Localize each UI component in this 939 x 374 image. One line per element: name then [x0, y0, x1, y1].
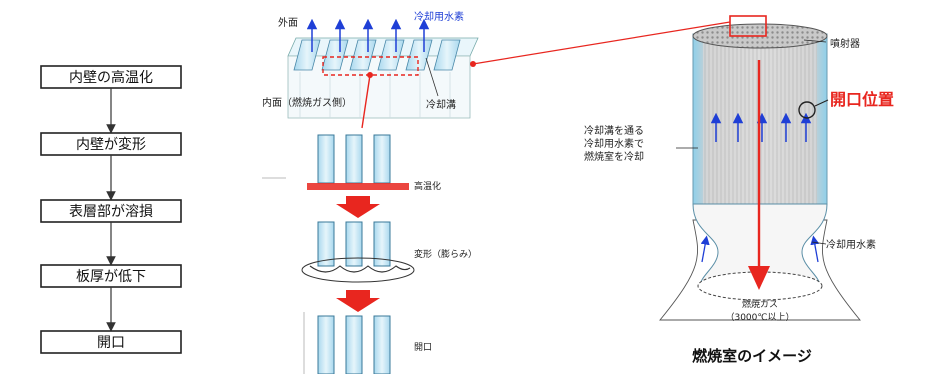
- leader-line: [803, 39, 827, 43]
- chamber-caption: 燃焼室のイメージ: [692, 347, 812, 365]
- label-coolant-chamber: 冷却用水素: [826, 238, 876, 251]
- connector-line-to-chamber: [472, 21, 731, 65]
- label-opening: 開口: [414, 342, 432, 353]
- coolant-flow-arrows: [306, 18, 430, 52]
- flow-step-label: 内壁の高温化: [69, 69, 153, 86]
- opening-position-marker: [798, 101, 816, 119]
- stage-opening: 開口: [303, 312, 432, 374]
- label-outer-surface: 外面: [278, 17, 298, 29]
- leader-line: [811, 241, 827, 245]
- label-coolant-top: 冷却用水素: [414, 10, 464, 23]
- stage-arrow-down: [336, 196, 380, 218]
- flow-step-5: 開口: [40, 330, 182, 354]
- label-injector: 噴射器: [830, 38, 860, 50]
- label-opening-position: 開口位置: [830, 90, 894, 109]
- label-inner-surface: 内面（燃焼ガス側）: [262, 96, 352, 109]
- flow-step-1: 内壁の高温化: [40, 65, 182, 89]
- flow-step-3: 表層部が溶損: [40, 199, 182, 223]
- chamber-coolant-arrows: [700, 112, 820, 263]
- leader-line: [425, 57, 439, 97]
- connector-line: [361, 74, 371, 129]
- focus-region-dashed: [322, 56, 419, 76]
- heated-wall-band: [307, 183, 409, 190]
- label-cooling-note-3: 燃焼室を冷却: [584, 150, 644, 163]
- cooling-channels: [293, 39, 461, 71]
- label-cooling-channel: 冷却溝: [426, 98, 456, 111]
- flowchart: 内壁の高温化 内壁が変形 表層部が溶損 板厚が低下 開口: [40, 65, 182, 354]
- stage-deformation: 変形（膨らみ）: [301, 221, 477, 312]
- stage-arrow-down: [336, 290, 380, 312]
- label-deformation: 変形（膨らみ）: [414, 248, 477, 260]
- gas-flow-arrowhead: [748, 266, 770, 290]
- flow-step-label: 板厚が低下: [76, 269, 146, 285]
- label-cooling-note-2: 冷却用水素で: [584, 137, 644, 150]
- wall-detail: 外面 冷却用水素 内面（燃焼ガス側） 冷却溝: [262, 10, 479, 129]
- detail-region-box: [729, 15, 767, 37]
- deformed-wall: [309, 265, 411, 273]
- stage-heating: 高温化: [262, 134, 441, 218]
- label-heating: 高温化: [414, 180, 441, 192]
- flow-step-label: 内壁が変形: [76, 136, 146, 153]
- flow-step-label: 表層部が溶損: [69, 204, 153, 220]
- label-cooling-note-1: 冷却溝を通る: [584, 124, 644, 137]
- flow-step-label: 開口: [97, 335, 125, 351]
- leader-line: [814, 99, 829, 107]
- combustion-chamber: [659, 15, 861, 321]
- label-gas-temperature: （3000℃以上）: [725, 312, 794, 323]
- label-combustion-gas: 燃焼ガス: [742, 298, 778, 310]
- flow-step-4: 板厚が低下: [40, 264, 182, 288]
- flow-step-2: 内壁が変形: [40, 132, 182, 156]
